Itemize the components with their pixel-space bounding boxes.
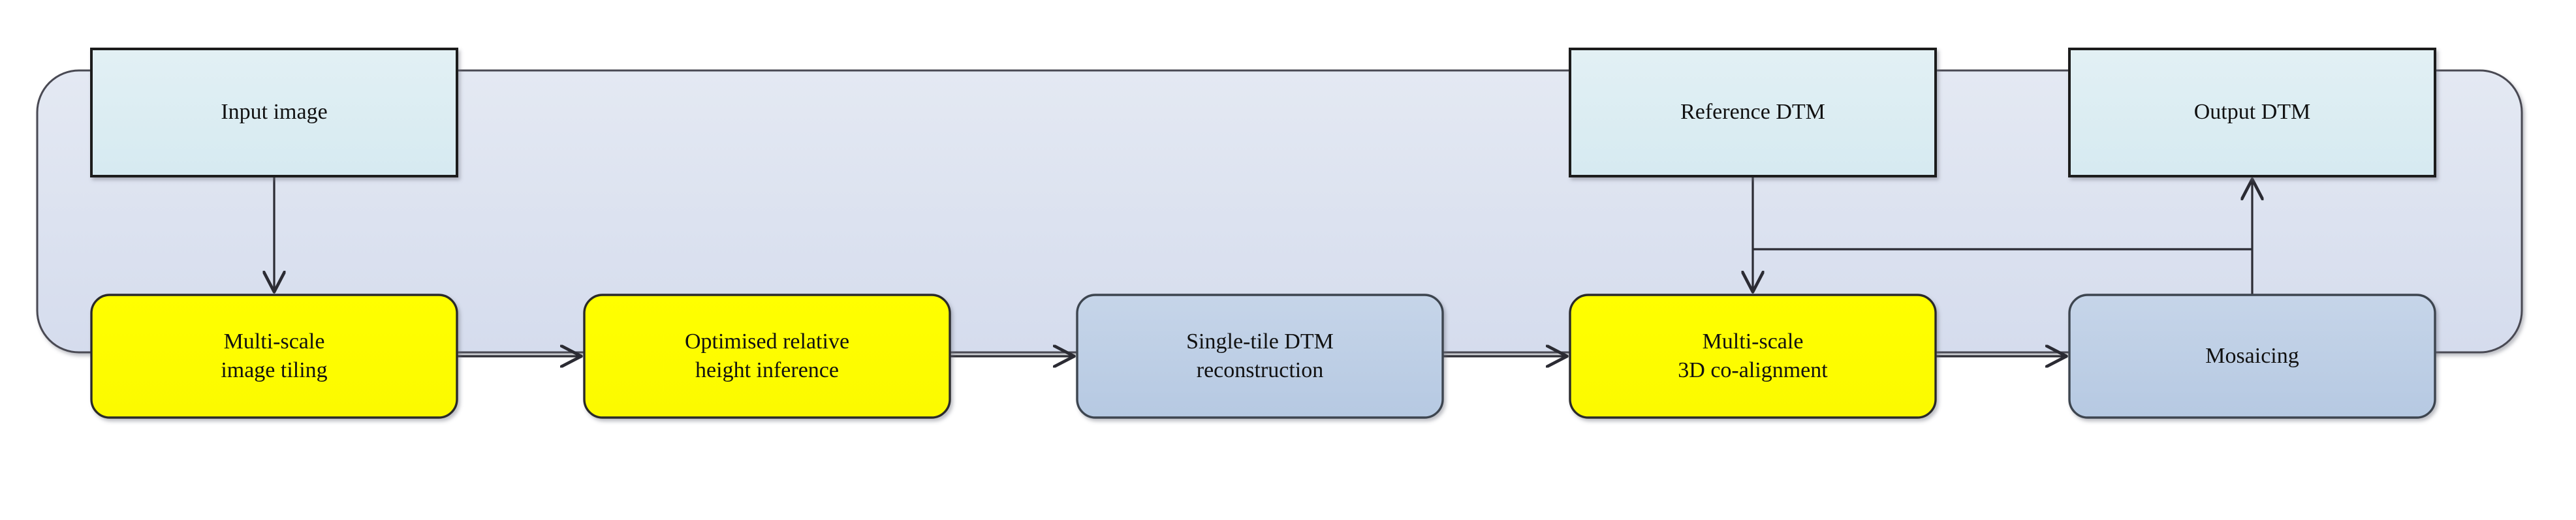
node-shape-output-dtm[interactable] bbox=[2068, 48, 2436, 177]
node-shape-mosaicing[interactable] bbox=[2068, 294, 2436, 419]
node-shape-input-image[interactable] bbox=[90, 48, 458, 177]
node-shape-reference-dtm[interactable] bbox=[1569, 48, 1937, 177]
node-shape-optimised-relative-height-inference[interactable] bbox=[583, 294, 951, 419]
node-shape-multi-scale-image-tiling[interactable] bbox=[90, 294, 458, 419]
node-shape-multi-scale-3d-co-alignment[interactable] bbox=[1569, 294, 1937, 419]
node-shape-group bbox=[90, 48, 2436, 419]
connector-group bbox=[274, 176, 2252, 356]
node-shape-single-tile-dtm-reconstruction[interactable] bbox=[1076, 294, 1444, 419]
